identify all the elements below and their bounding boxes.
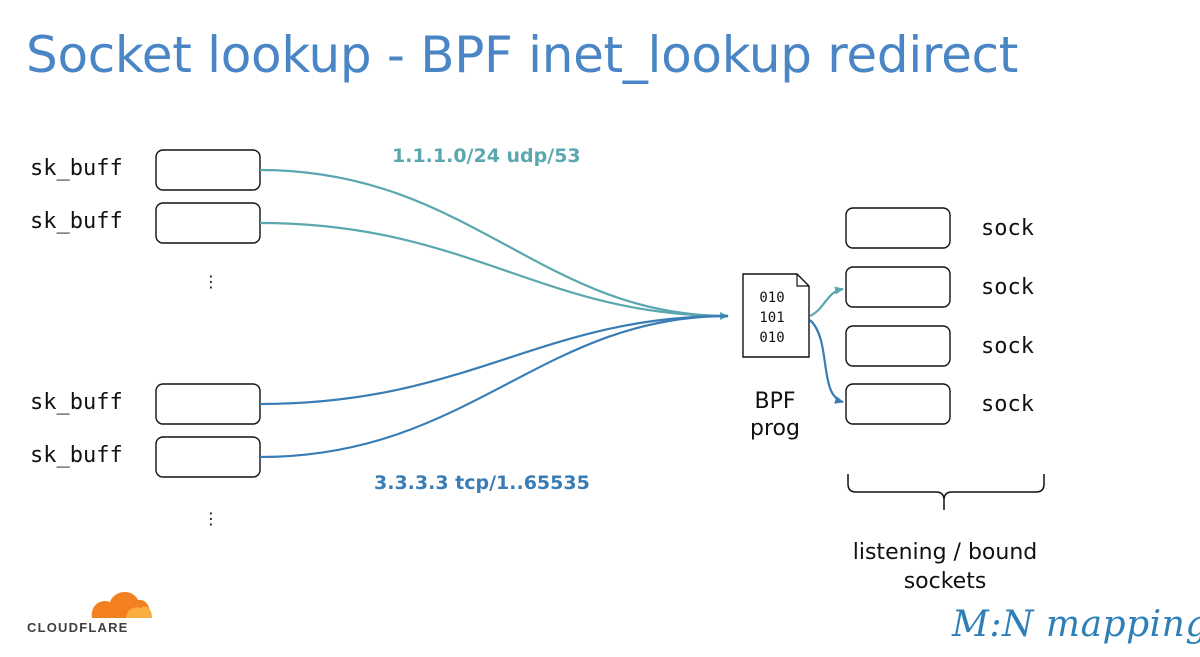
socket-box-2 [845,266,951,308]
bpf-prog-label-line-2: prog [750,416,800,441]
mapping-note: M:N mapping [952,604,1200,645]
sockets-caption-line-2: sockets [903,569,987,594]
packet-box-1 [155,149,261,191]
packets-ellipsis-bottom: ⋮ [203,509,219,528]
sockets-caption-line-1: listening / bound [852,540,1038,565]
bpf-prog-label: BPF prog [740,388,810,442]
flow-bottom-1 [259,314,729,406]
bpf-prog-document [742,273,810,358]
packet-label-2: sk_buff [30,209,123,234]
flow-top-1 [259,168,729,318]
packet-label-1: sk_buff [30,156,123,181]
packet-box-2 [155,202,261,244]
flow-top-2 [259,221,729,320]
packet-box-3 [155,383,261,425]
route-label-bottom: 3.3.3.3 tcp/1..65535 [374,472,590,494]
cloudflare-wordmark: CLOUDFLARE [27,620,129,635]
packets-ellipsis-top: ⋮ [203,272,219,291]
cloudflare-logo-icon [91,591,152,618]
packet-label-4: sk_buff [30,443,123,468]
bpf-prog-fold [796,274,809,287]
socket-label-3: sock [981,334,1034,359]
redirect-arrow-blue [809,319,844,404]
socket-box-4 [845,383,951,425]
sockets-caption: listening / bound sockets [835,538,1055,596]
redirect-arrow-teal [809,286,844,317]
bpf-bits-row-1: 010 [759,290,785,306]
socket-label-2: sock [981,275,1034,300]
packet-label-3: sk_buff [30,390,123,415]
flow-bottom-2 [259,314,729,459]
socket-label-4: sock [981,392,1034,417]
bpf-bits-row-3: 010 [759,330,785,346]
socket-box-1 [845,207,951,249]
socket-label-1: sock [981,216,1034,241]
route-label-top: 1.1.1.0/24 udp/53 [392,145,581,167]
packet-box-4 [155,436,261,478]
sockets-brace [847,474,1045,510]
socket-box-3 [845,325,951,367]
bpf-bits-row-2: 101 [759,310,785,326]
bpf-prog-label-line-1: BPF [754,389,796,414]
slide-title: Socket lookup - BPF inet_lookup redirect [26,26,1019,84]
bpf-bytecode: 010 101 010 [745,288,799,348]
